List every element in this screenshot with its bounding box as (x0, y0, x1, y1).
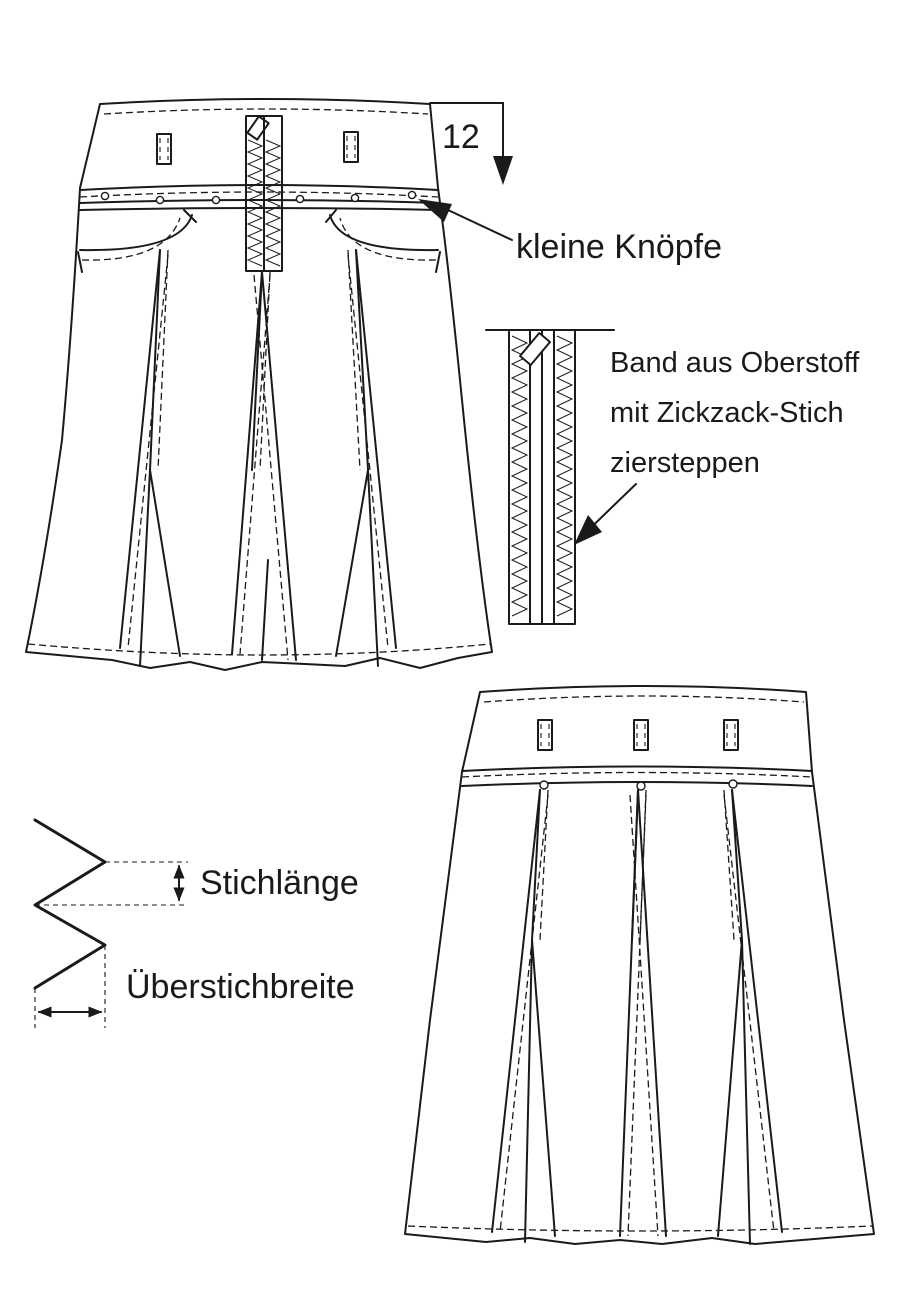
belt-loop-back-left (537, 719, 553, 751)
zipper-band-front (245, 115, 283, 272)
zipper-band-detail: Band aus Oberstoff mit Zickzack-Stich zi… (485, 329, 860, 625)
arrow-down-icon (493, 156, 513, 185)
skirt-front-view (25, 98, 493, 671)
arrow-left-icon (418, 199, 452, 222)
band-label-line2: mit Zickzack-Stich (610, 397, 844, 429)
skirt-back-view (404, 685, 875, 1245)
button-dot (350, 193, 360, 203)
button-dot (155, 195, 165, 205)
button-dot (100, 191, 110, 201)
skirt-front-outline (25, 98, 493, 671)
measurement-indicator: 12 (429, 102, 513, 185)
stitch-width-label: Überstichbreite (126, 968, 355, 1006)
belt-loop-back-center (633, 719, 649, 751)
measure-label: 12 (442, 118, 480, 156)
button-dot (636, 781, 646, 791)
belt-loop-back-right (723, 719, 739, 751)
stitch-length-label: Stichlänge (200, 864, 359, 902)
button-dot (295, 194, 305, 204)
zigzag-stitch-legend: Stichlänge Überstichbreite (33, 818, 359, 1028)
buttons-callout: kleine Knöpfe (418, 199, 722, 266)
band-label-line1: Band aus Oberstoff (610, 347, 860, 379)
buttons-label: kleine Knöpfe (516, 228, 722, 266)
button-dot (539, 780, 549, 790)
belt-loop-left (156, 133, 172, 165)
band-label-line3: ziersteppen (610, 447, 760, 479)
arrow-left-icon (574, 515, 602, 545)
button-dot (728, 779, 738, 789)
button-dot (211, 195, 221, 205)
button-dot (407, 190, 417, 200)
belt-loop-right (343, 131, 359, 163)
